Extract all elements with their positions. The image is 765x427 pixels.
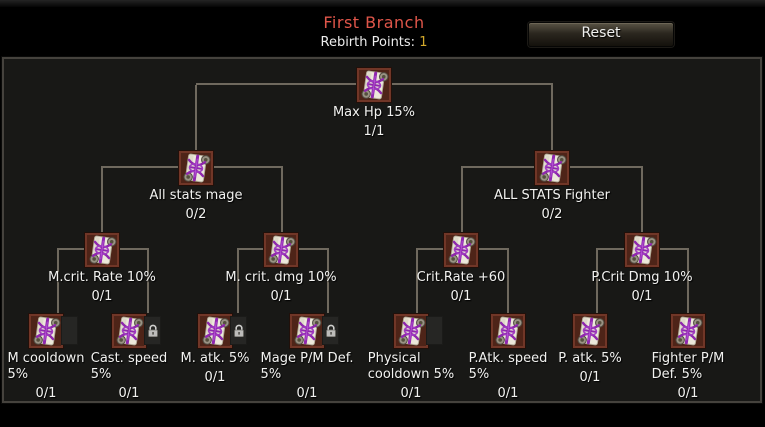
connector-line — [237, 250, 239, 313]
skill-node-p-atk-speed[interactable]: P.Atk. speed 5% 0/1 — [448, 313, 568, 401]
empty-slot — [61, 316, 79, 345]
header: First Branch Rebirth Points: 1 Reset — [0, 0, 765, 57]
skill-node-physical-cooldown[interactable]: Physical cooldown 5% 0/1 — [351, 313, 471, 401]
connector-line — [101, 168, 103, 232]
skill-points: 0/1 — [450, 289, 472, 304]
skill-node-crit-rate[interactable]: Crit.Rate +60 0/1 — [401, 232, 521, 304]
skill-label: P.Atk. speed 5% — [468, 351, 548, 382]
skill-label: Physical cooldown 5% — [367, 351, 455, 382]
skill-points: 0/1 — [497, 386, 519, 401]
skill-points: 1/1 — [363, 124, 385, 139]
connector-line — [57, 250, 59, 313]
skill-points: 0/2 — [185, 207, 207, 222]
skill-points: 0/1 — [118, 386, 140, 401]
skill-label: Crit.Rate +60 — [416, 270, 506, 285]
skill-node-m-atk[interactable]: M. atk. 5% 0/1 — [155, 313, 275, 385]
rebirth-points: Rebirth Points: 1 — [0, 35, 748, 50]
reset-button[interactable]: Reset — [528, 22, 674, 47]
skill-scroll-icon — [393, 313, 429, 349]
skill-label: M. atk. 5% — [180, 351, 250, 366]
skill-points: 0/1 — [296, 386, 318, 401]
connector-line — [596, 250, 598, 313]
lock-icon — [233, 324, 245, 338]
connector-line — [416, 250, 418, 313]
skill-points: 0/1 — [631, 289, 653, 304]
skill-label: P. atk. 5% — [558, 351, 622, 366]
skill-scroll-icon — [197, 313, 233, 349]
connector-line — [551, 85, 553, 150]
skill-scroll-icon — [443, 232, 479, 268]
skill-scroll-icon — [28, 313, 64, 349]
skill-scroll-icon — [289, 313, 325, 349]
empty-slot — [426, 316, 444, 345]
skill-node-fighter-pm-def[interactable]: Fighter P/M Def. 5% 0/1 — [628, 313, 748, 401]
rebirth-points-value: 1 — [419, 35, 428, 50]
lock-slot — [144, 316, 162, 345]
skill-points: 0/2 — [541, 207, 563, 222]
skill-points: 0/1 — [579, 370, 601, 385]
skill-points: 0/1 — [91, 289, 113, 304]
skill-node-all-stats-fighter[interactable]: ALL STATS Fighter 0/2 — [492, 150, 612, 222]
skill-scroll-icon — [178, 150, 214, 186]
top-gradient-bar — [0, 0, 765, 7]
skill-scroll-icon — [572, 313, 608, 349]
skill-node-cast-speed[interactable]: Cast. speed 5% 0/1 — [69, 313, 189, 401]
skill-scroll-icon — [534, 150, 570, 186]
skill-node-p-crit-dmg[interactable]: P.Crit Dmg 10% 0/1 — [582, 232, 702, 304]
skill-label: Fighter P/M Def. 5% — [651, 351, 725, 382]
connector-line — [461, 168, 463, 232]
skill-node-all-stats-mage[interactable]: All stats mage 0/2 — [136, 150, 256, 222]
lock-slot — [230, 316, 248, 345]
skill-node-max-hp[interactable]: Max Hp 15% 1/1 — [314, 67, 434, 139]
skill-label: M. crit. dmg 10% — [225, 270, 337, 285]
connector-line — [507, 250, 509, 313]
skill-scroll-icon — [111, 313, 147, 349]
skill-tree-panel: Max Hp 15% 1/1 All stats mage 0/2 ALL ST… — [2, 57, 762, 403]
skill-label: Cast. speed 5% — [90, 351, 168, 382]
connector-line — [641, 168, 643, 232]
skill-points: 0/1 — [400, 386, 422, 401]
skill-node-p-atk[interactable]: P. atk. 5% 0/1 — [530, 313, 650, 385]
connector-line — [327, 250, 329, 313]
skill-node-m-cooldown[interactable]: M cooldown 5% 0/1 — [4, 313, 106, 401]
skill-scroll-icon — [84, 232, 120, 268]
rebirth-points-label: Rebirth Points: — [320, 35, 416, 50]
skill-label: Max Hp 15% — [332, 105, 416, 120]
skill-label: M.crit. Rate 10% — [48, 270, 156, 285]
skill-node-mage-pm-def[interactable]: Mage P/M Def. 5% 0/1 — [247, 313, 367, 401]
skill-scroll-icon — [263, 232, 299, 268]
skill-label: ALL STATS Fighter — [494, 188, 610, 203]
skill-node-m-crit-rate[interactable]: M.crit. Rate 10% 0/1 — [42, 232, 162, 304]
page-title: First Branch — [323, 13, 425, 32]
lock-icon — [325, 324, 337, 338]
skill-label: Mage P/M Def. 5% — [260, 351, 354, 382]
skill-label: P.Crit Dmg 10% — [591, 270, 693, 285]
skill-points: 0/1 — [204, 370, 226, 385]
connector-line — [687, 250, 689, 313]
lock-slot — [322, 316, 340, 345]
skill-label: M cooldown 5% — [7, 351, 85, 382]
connector-line — [147, 250, 149, 313]
skill-points: 0/1 — [270, 289, 292, 304]
skill-scroll-icon — [356, 67, 392, 103]
skill-label: All stats mage — [149, 188, 243, 203]
skill-scroll-icon — [670, 313, 706, 349]
skill-scroll-icon — [624, 232, 660, 268]
skill-points: 0/1 — [35, 386, 57, 401]
skill-node-m-crit-dmg[interactable]: M. crit. dmg 10% 0/1 — [221, 232, 341, 304]
connector-line — [281, 168, 283, 232]
skill-scroll-icon — [490, 313, 526, 349]
connector-line — [195, 85, 197, 150]
skill-points: 0/1 — [677, 386, 699, 401]
